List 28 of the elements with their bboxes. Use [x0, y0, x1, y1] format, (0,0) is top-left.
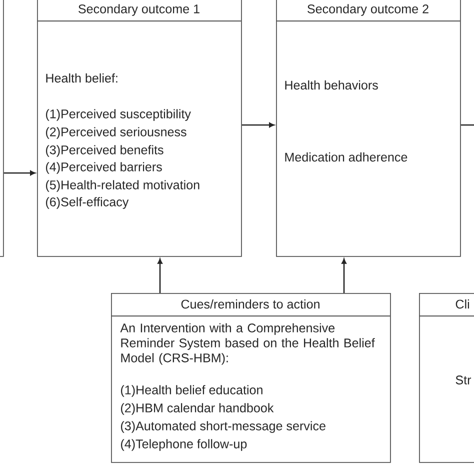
list-item: (5)Health-related motivation — [46, 180, 200, 192]
header-label: Secondary outcome 1 — [78, 4, 200, 16]
arrow — [158, 258, 162, 293]
arrow — [342, 258, 346, 293]
list-item: (2)HBM calendar handbook — [120, 403, 274, 415]
list-item: (1)Perceived susceptibility — [46, 109, 191, 121]
list-item: (3)Automated short-message service — [120, 421, 326, 433]
body-text: Medication adherence — [285, 152, 408, 162]
header-label: Secondary outcome 2 — [308, 4, 428, 16]
body-text: Health behaviors — [285, 80, 378, 90]
outcome-box — [276, 0, 461, 257]
body-text: Str — [456, 376, 472, 384]
header-label: Cues/reminders to action — [181, 299, 320, 309]
arrow — [242, 122, 274, 128]
header-label: Cli — [456, 299, 469, 309]
body-text: An Intervention with a Comprehensive Reminder System based on the Health Belief Model (CRS-HBM): — [120, 323, 375, 365]
body-text: Health belief: — [46, 73, 118, 83]
list-item: (6)Self-efficacy — [46, 197, 129, 209]
partial-box — [418, 293, 474, 463]
partial-box — [0, 0, 4, 257]
intervention-box — [110, 293, 391, 463]
list-item: (3)Perceived benefits — [46, 145, 164, 157]
outcome-box — [36, 0, 242, 257]
list-item: (2)Perceived seriousness — [46, 127, 186, 139]
list-item: (4)Perceived barriers — [46, 162, 162, 174]
arrow — [4, 170, 36, 176]
list-item: (4)Telephone follow-up — [120, 439, 247, 451]
list-item: (1)Health belief education — [120, 385, 262, 397]
